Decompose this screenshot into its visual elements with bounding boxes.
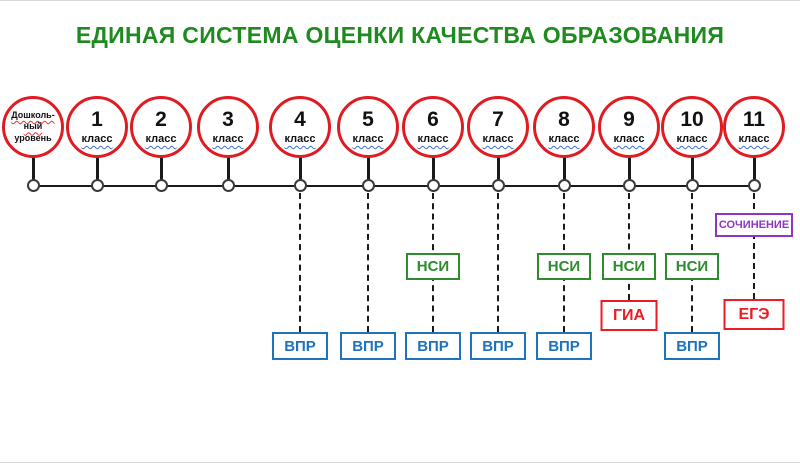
dashed-connector: [299, 193, 301, 332]
connector-stem: [298, 157, 302, 181]
grade-circle: 7 класс: [467, 96, 529, 158]
preschool-circle: Дошколь- ный уровень: [2, 96, 64, 158]
connector-stem: [95, 157, 99, 181]
gia-box: ГИА: [600, 300, 658, 331]
grade-number: 10: [680, 108, 704, 131]
nsi-box: НСИ: [537, 253, 591, 280]
grade-circle: 4 класс: [269, 96, 331, 158]
grade-label: класс: [145, 133, 177, 145]
grade-number: 6: [427, 108, 439, 131]
grade-number: 4: [294, 108, 306, 131]
essay-box: СОЧИНЕНИЕ: [715, 213, 793, 237]
grade-label: класс: [613, 133, 645, 145]
connector-stem: [31, 157, 35, 181]
dashed-connector: [753, 193, 755, 299]
vpr-box: ВПР: [340, 332, 396, 360]
dashed-connector: [497, 193, 499, 332]
grade-circle: 2 класс: [130, 96, 192, 158]
grade-label: класс: [738, 133, 770, 145]
grade-number: 9: [623, 108, 635, 131]
grade-label: класс: [676, 133, 708, 145]
grade-label: класс: [212, 133, 244, 145]
timeline-node: [685, 179, 699, 192]
grade-circle: 11 класс: [723, 96, 785, 158]
connector-stem: [690, 157, 694, 181]
vpr-box: ВПР: [664, 332, 720, 360]
grade-label: класс: [284, 133, 316, 145]
grade-number: 8: [558, 108, 570, 131]
page-title: ЕДИНАЯ СИСТЕМА ОЦЕНКИ КАЧЕСТВА ОБРАЗОВАН…: [75, 22, 725, 48]
timeline-axis: [33, 185, 754, 187]
connector-stem: [627, 157, 631, 181]
timeline-node: [426, 179, 440, 192]
grade-label: класс: [482, 133, 514, 145]
grade-number: 2: [155, 108, 167, 131]
grade-circle: 6 класс: [402, 96, 464, 158]
connector-stem: [366, 157, 370, 181]
grade-circle: 3 класс: [197, 96, 259, 158]
preschool-label-line2: ный: [23, 121, 43, 132]
connector-stem: [496, 157, 500, 181]
grade-number: 1: [91, 108, 103, 131]
timeline-node: [622, 179, 636, 192]
dashed-connector: [367, 193, 369, 332]
grade-label: класс: [352, 133, 384, 145]
grade-circle: 8 класс: [533, 96, 595, 158]
grade-circle: 1 класс: [66, 96, 128, 158]
timeline-node: [90, 179, 104, 192]
grade-circle: 5 класс: [337, 96, 399, 158]
connector-stem: [159, 157, 163, 181]
connector-stem: [431, 157, 435, 181]
grade-label: класс: [81, 133, 113, 145]
preschool-label-line3: уровень: [14, 132, 52, 143]
timeline-node: [491, 179, 505, 192]
connector-stem: [752, 157, 756, 181]
grade-circle: 9 класс: [598, 96, 660, 158]
timeline-node: [747, 179, 761, 192]
vpr-box: ВПР: [470, 332, 526, 360]
timeline-node: [154, 179, 168, 192]
nsi-box: НСИ: [665, 253, 719, 280]
nsi-box: НСИ: [602, 253, 656, 280]
timeline-node: [221, 179, 235, 192]
connector-stem: [226, 157, 230, 181]
grade-circle: 10 класс: [661, 96, 723, 158]
ege-box: ЕГЭ: [723, 299, 785, 330]
timeline-node: [361, 179, 375, 192]
nsi-box: НСИ: [406, 253, 460, 280]
vpr-box: ВПР: [536, 332, 592, 360]
preschool-label-line1: Дошколь-: [11, 109, 55, 120]
grade-number: 3: [222, 108, 234, 131]
grade-label: класс: [548, 133, 580, 145]
grade-label: класс: [417, 133, 449, 145]
timeline-node: [557, 179, 571, 192]
dashed-connector: [628, 193, 630, 300]
timeline-node: [293, 179, 307, 192]
grade-number: 7: [492, 108, 504, 131]
grade-number: 11: [742, 108, 766, 131]
timeline-node: [26, 179, 40, 192]
grade-number: 5: [362, 108, 374, 131]
connector-stem: [562, 157, 566, 181]
vpr-box: ВПР: [405, 332, 461, 360]
vpr-box: ВПР: [272, 332, 328, 360]
